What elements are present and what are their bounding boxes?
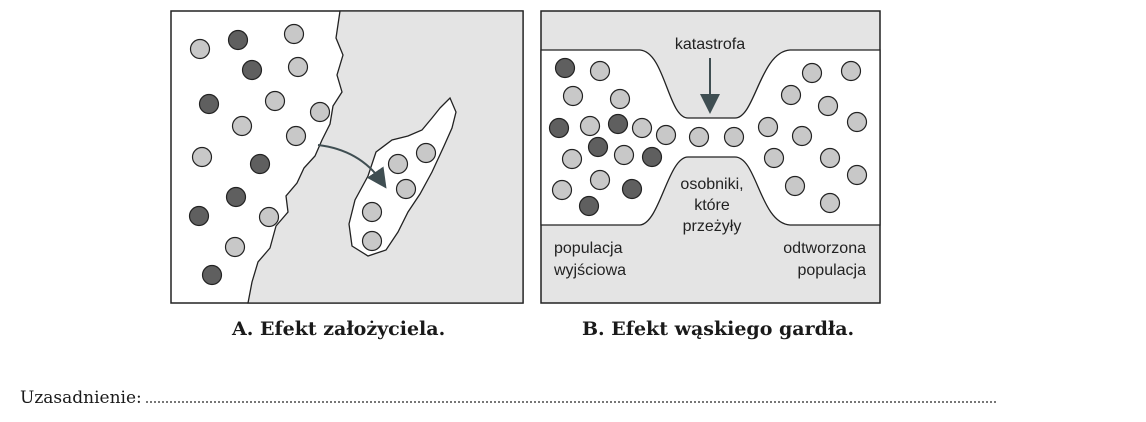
individual-dark [198, 93, 220, 115]
individual-light [309, 101, 331, 123]
individual-dark [225, 186, 247, 208]
label-survivors-3: przeżyły [683, 218, 742, 235]
migration-arrow [317, 144, 387, 189]
answer-line: Uzasadnienie: [20, 388, 996, 408]
individual-light [191, 146, 213, 168]
individual-dark [548, 117, 570, 139]
individual-light [562, 85, 584, 107]
individual-dark [554, 57, 576, 79]
individual-light [846, 111, 868, 133]
individual-light [631, 117, 653, 139]
label-survivors-1: osobniki, [680, 176, 743, 193]
caption-founder-effect: A. Efekt założyciela. [232, 318, 446, 340]
individual-light [723, 126, 745, 148]
answer-blank[interactable] [145, 400, 996, 403]
individual-light [224, 236, 246, 258]
individual-dark [641, 146, 663, 168]
individual-light [846, 164, 868, 186]
individual-light [258, 206, 280, 228]
bottleneck-effect-diagram: katastrofa osobniki, które przeżyły popu… [540, 10, 881, 304]
label-initial-2: wyjściowa [553, 262, 626, 279]
answer-label: Uzasadnienie: [20, 388, 142, 408]
individual-dark [607, 113, 629, 135]
individual-light [784, 175, 806, 197]
individual-light [579, 115, 601, 137]
individual-light [817, 95, 839, 117]
individual-light [801, 62, 823, 84]
individual-dark [249, 153, 271, 175]
individual-light [361, 230, 383, 252]
individual-dark [201, 264, 223, 286]
individual-light [361, 201, 383, 223]
individual-light [395, 178, 417, 200]
label-restored-2: populacja [798, 262, 867, 279]
individual-dark [621, 178, 643, 200]
individual-light [613, 144, 635, 166]
individual-light [763, 147, 785, 169]
individual-dark [241, 59, 263, 81]
individual-light [264, 90, 286, 112]
label-initial-1: populacja [554, 240, 623, 257]
individual-dark [188, 205, 210, 227]
individual-light [283, 23, 305, 45]
individual-light [287, 56, 309, 78]
individual-light [189, 38, 211, 60]
individual-light [780, 84, 802, 106]
individual-light [589, 60, 611, 82]
individual-light [819, 192, 841, 214]
individual-light [561, 148, 583, 170]
individual-light [688, 126, 710, 148]
label-restored-1: odtworzona [783, 240, 866, 257]
individual-light [819, 147, 841, 169]
caption-bottleneck-effect: B. Efekt wąskiego gardła. [582, 318, 855, 340]
individual-light [655, 124, 677, 146]
label-disaster: katastrofa [675, 36, 745, 53]
individual-light [551, 179, 573, 201]
individual-dark [578, 195, 600, 217]
label-survivors-2: które [694, 197, 730, 214]
individual-light [840, 60, 862, 82]
individual-dark [227, 29, 249, 51]
individual-light [285, 125, 307, 147]
founder-effect-diagram [170, 10, 524, 304]
individual-light [415, 142, 437, 164]
individual-dark [587, 136, 609, 158]
individual-light [387, 153, 409, 175]
individual-light [231, 115, 253, 137]
individual-light [609, 88, 631, 110]
individual-light [757, 116, 779, 138]
individual-light [589, 169, 611, 191]
individual-light [791, 125, 813, 147]
